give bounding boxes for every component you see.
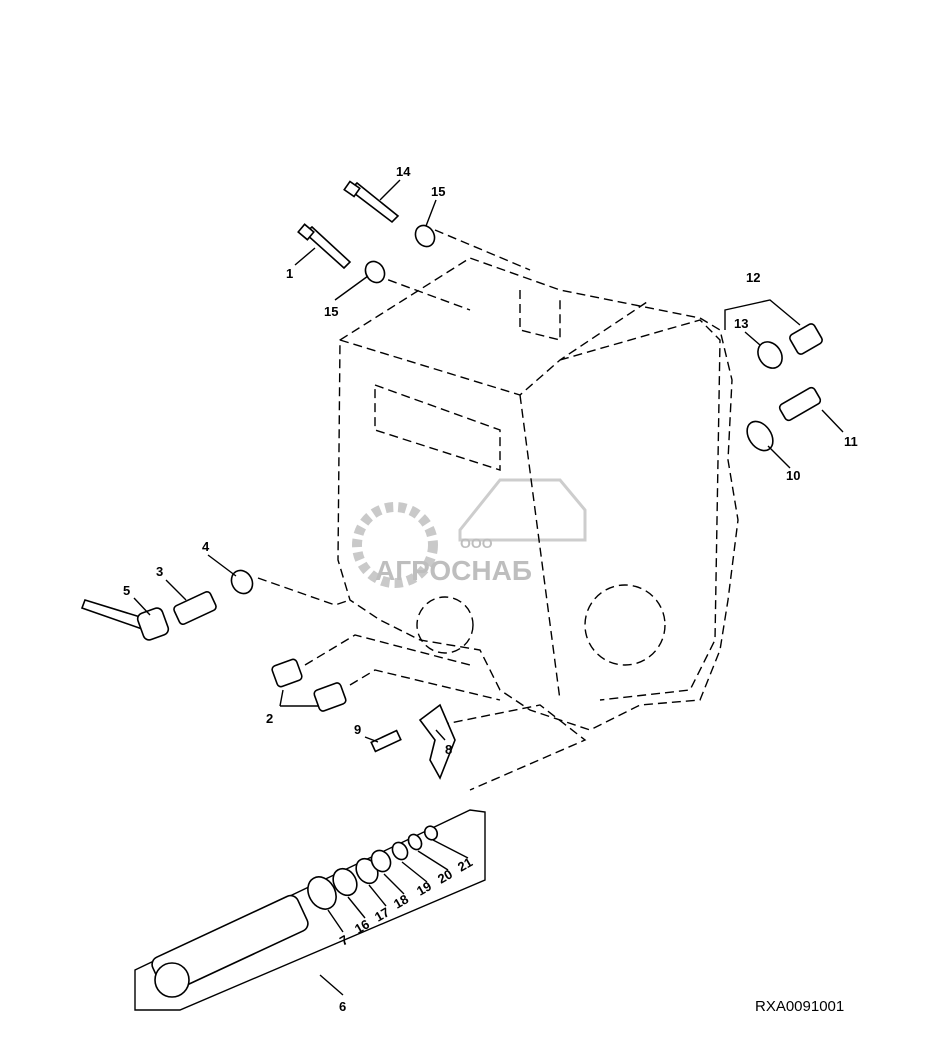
watermark-logo: ООО АГРОСНАБ (352, 478, 587, 588)
plug-2 (271, 658, 347, 712)
transmission-housing (257, 229, 739, 791)
callout-5: 5 (123, 583, 130, 598)
callout-18: 18 (391, 891, 411, 911)
callout-16: 16 (352, 916, 372, 936)
callout-6: 6 (339, 999, 346, 1014)
fork-8 (418, 703, 456, 780)
callout-2: 2 (266, 711, 273, 726)
o-ring-4 (230, 569, 254, 595)
callout-21: 21 (455, 854, 475, 874)
bolt-14 (343, 180, 400, 224)
callout-20: 20 (435, 866, 455, 886)
callout-11: 11 (844, 434, 858, 449)
callout-3: 3 (156, 564, 163, 579)
callout-15-upper: 15 (431, 184, 445, 199)
fitting-3 (173, 591, 217, 625)
plug-12 (789, 323, 823, 355)
bolt-1 (297, 223, 352, 270)
callout-10: 10 (786, 468, 800, 483)
o-ring-10 (746, 420, 774, 452)
sensor-11 (778, 386, 822, 422)
callout-1: 1 (286, 266, 293, 281)
callout-19: 19 (414, 878, 434, 898)
leader-lines (133, 179, 844, 996)
callout-12: 12 (746, 270, 760, 285)
callout-17: 17 (372, 904, 392, 924)
bolt-9 (370, 729, 402, 753)
callout-9: 9 (354, 722, 361, 737)
o-ring-13 (757, 341, 783, 369)
callout-8: 8 (445, 742, 452, 757)
drawing-code: RXA0091001 (755, 998, 844, 1015)
callout-13: 13 (734, 316, 748, 331)
callout-4: 4 (202, 539, 210, 554)
washer-15-lower (364, 260, 386, 284)
watermark-line1: ООО (460, 535, 493, 551)
lever-5 (80, 599, 170, 641)
washer-15-upper (414, 224, 436, 248)
callout-14: 14 (396, 164, 411, 179)
valve-assembly-6 (134, 809, 486, 1011)
callout-15-lower: 15 (324, 304, 338, 319)
callout-7: 7 (337, 932, 351, 949)
watermark-line2: АГРОСНАБ (375, 555, 532, 586)
